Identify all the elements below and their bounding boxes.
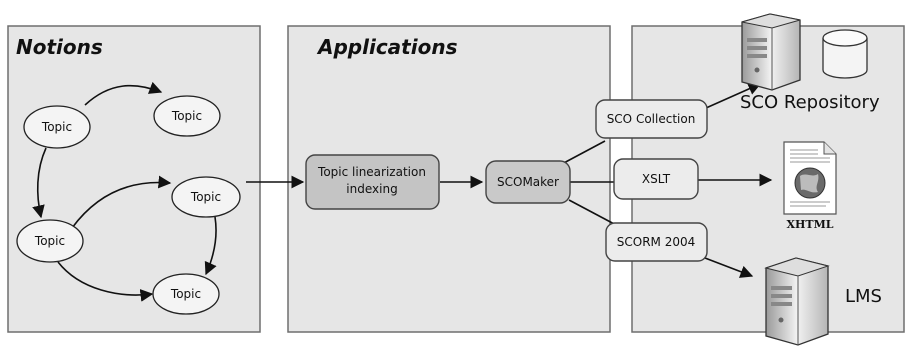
scomaker-box: SCOMaker xyxy=(485,160,571,204)
linearization-label-line2: indexing xyxy=(346,182,397,196)
arrow-scorm-to-lms xyxy=(704,257,754,278)
edge-topic4-topic5 xyxy=(57,261,154,302)
notions-title: Notions xyxy=(16,35,103,59)
arrow-collection-to-repository xyxy=(705,82,762,109)
topic-label: Topic xyxy=(34,234,65,248)
edge-scomaker-to-scorm xyxy=(568,199,619,227)
topic-linearization-box: Topic linearization indexing xyxy=(305,154,440,210)
topic-node: Topic xyxy=(171,176,241,218)
sco-repository-label: SCO Repository xyxy=(740,92,880,113)
scomaker-label: SCOMaker xyxy=(497,175,559,189)
topic-label: Topic xyxy=(170,287,201,301)
server-icon xyxy=(741,13,801,91)
xslt-label: XSLT xyxy=(642,172,671,186)
edge-topic1-topic2 xyxy=(84,81,163,106)
topic-node: Topic xyxy=(16,219,84,263)
linearization-label-line1: Topic linearization xyxy=(317,165,426,179)
topic-label: Topic xyxy=(190,190,221,204)
lms-label: LMS xyxy=(845,286,882,307)
sco-collection-box: SCO Collection xyxy=(595,99,708,139)
xhtml-label: XHTML xyxy=(786,218,833,231)
xslt-box: XSLT xyxy=(613,158,699,200)
sco-collection-label: SCO Collection xyxy=(607,112,696,126)
applications-title: Applications xyxy=(316,35,458,59)
edge-topic4-topic3 xyxy=(71,175,172,229)
scorm-box: SCORM 2004 xyxy=(605,222,708,262)
topic-label: Topic xyxy=(171,109,202,123)
edge-topic3-topic5 xyxy=(204,216,217,276)
edge-scomaker-to-collection xyxy=(559,140,606,166)
edge-topic1-topic4 xyxy=(32,147,47,219)
database-icon xyxy=(822,29,868,79)
xhtml-document-icon xyxy=(783,141,837,215)
topic-node: Topic xyxy=(152,273,220,315)
topic-node: Topic xyxy=(153,95,221,137)
scorm-label: SCORM 2004 xyxy=(617,235,696,249)
topic-node: Topic xyxy=(23,105,91,149)
server-icon xyxy=(764,257,830,346)
topic-label: Topic xyxy=(41,120,72,134)
